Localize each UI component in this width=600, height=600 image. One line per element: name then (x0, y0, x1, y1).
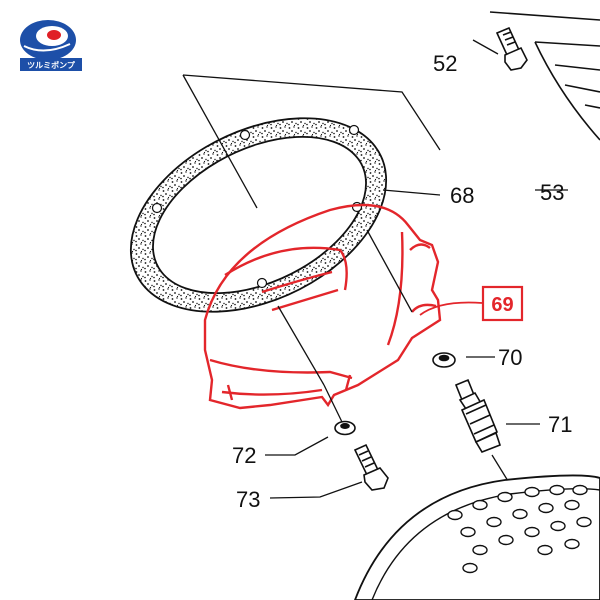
part-label-53: 53 (540, 180, 564, 205)
washer-72 (334, 420, 356, 436)
upper-housing-fragment (489, 11, 600, 141)
bolt-73 (353, 443, 389, 491)
strainer-holes (447, 484, 592, 574)
leader-69 (419, 301, 483, 316)
part-label-73: 73 (236, 487, 260, 512)
part-label-70: 70 (498, 345, 522, 370)
part-label-71: 71 (548, 412, 572, 437)
logo-mark-icon (20, 20, 76, 60)
brand-logo: ツルミポンプ (20, 20, 82, 71)
part-label-72: 72 (232, 443, 256, 468)
part-labels: 52 53 68 69 70 71 72 73 (232, 51, 572, 512)
bolt-52 (495, 26, 528, 71)
logo-bar (20, 58, 82, 71)
stud-bolt-71 (454, 378, 501, 453)
part-label-69-box: 69 (481, 285, 524, 322)
part-label-69: 69 (491, 294, 513, 316)
part-label-68: 68 (450, 183, 474, 208)
cover-69-highlighted (203, 203, 442, 410)
washer-70 (432, 352, 456, 368)
part-label-52: 52 (433, 51, 457, 76)
strainer-plate (354, 474, 600, 600)
logo-text: ツルミポンプ (27, 60, 76, 70)
gasket-ring-68 (129, 117, 388, 313)
